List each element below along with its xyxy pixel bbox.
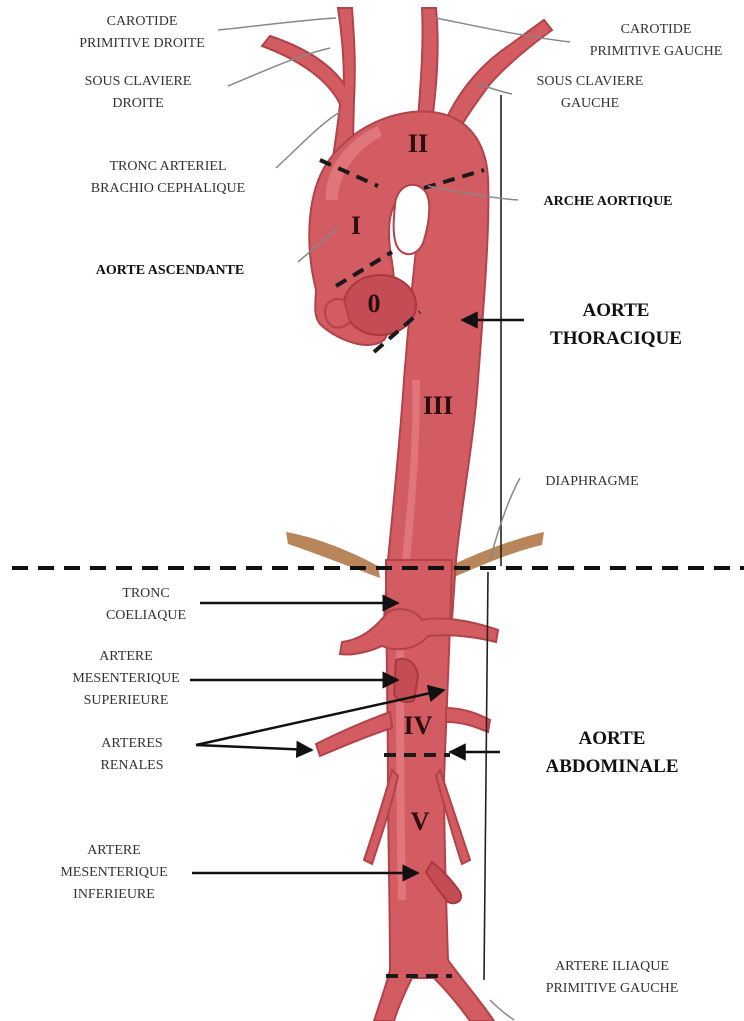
label-arche-aortique: ARCHE AORTIQUE [543, 194, 672, 209]
aorta-anatomy [262, 8, 552, 1021]
segment-0: 0 [368, 289, 381, 318]
segment-iii: III [423, 391, 453, 420]
label-renales-1: ARTERES [101, 736, 162, 751]
label-aorte-abdominale-1: AORTE [579, 728, 646, 749]
label-mesenterique-sup-2: MESENTERIQUE [72, 671, 179, 686]
label-sous-claviere-gauche-2: GAUCHE [561, 96, 619, 111]
segment-ii: II [408, 129, 428, 158]
label-mesenterique-sup-3: SUPERIEURE [84, 693, 169, 708]
segment-v: V [411, 807, 430, 836]
label-tronc-coeliaque-1: TRONC [122, 586, 169, 601]
label-carotide-gauche-1: CAROTIDE [621, 22, 692, 37]
label-aorte-abdominale-2: ABDOMINALE [545, 756, 678, 777]
segment-iv: IV [404, 711, 433, 740]
label-iliaque-1: ARTERE ILIAQUE [555, 959, 669, 974]
label-sous-claviere-droite-1: SOUS CLAVIERE [85, 74, 192, 89]
label-diaphragme: DIAPHRAGME [545, 474, 638, 489]
label-mesenterique-inf-3: INFERIEURE [73, 887, 155, 902]
segment-i: I [351, 211, 361, 240]
label-sous-claviere-gauche-1: SOUS CLAVIERE [537, 74, 644, 89]
label-mesenterique-inf-1: ARTERE [87, 843, 141, 858]
label-aorte-thoracique-2: THORACIQUE [550, 328, 682, 349]
label-aorte-ascendante: AORTE ASCENDANTE [96, 263, 244, 278]
label-tronc-brachio-2: BRACHIO CEPHALIQUE [91, 181, 245, 196]
label-renales-2: RENALES [101, 758, 164, 773]
label-sous-claviere-droite-2: DROITE [112, 96, 163, 111]
label-mesenterique-sup-1: ARTERE [99, 649, 153, 664]
label-carotide-droite-1: CAROTIDE [107, 14, 178, 29]
label-tronc-brachio-1: TRONC ARTERIEL [110, 159, 227, 174]
label-aorte-thoracique-1: AORTE [583, 300, 650, 321]
label-iliaque-2: PRIMITIVE GAUCHE [546, 981, 679, 996]
label-mesenterique-inf-2: MESENTERIQUE [60, 865, 167, 880]
label-carotide-droite-2: PRIMITIVE DROITE [79, 36, 205, 51]
label-carotide-gauche-2: PRIMITIVE GAUCHE [590, 44, 723, 59]
label-tronc-coeliaque-2: COELIAQUE [106, 608, 186, 623]
